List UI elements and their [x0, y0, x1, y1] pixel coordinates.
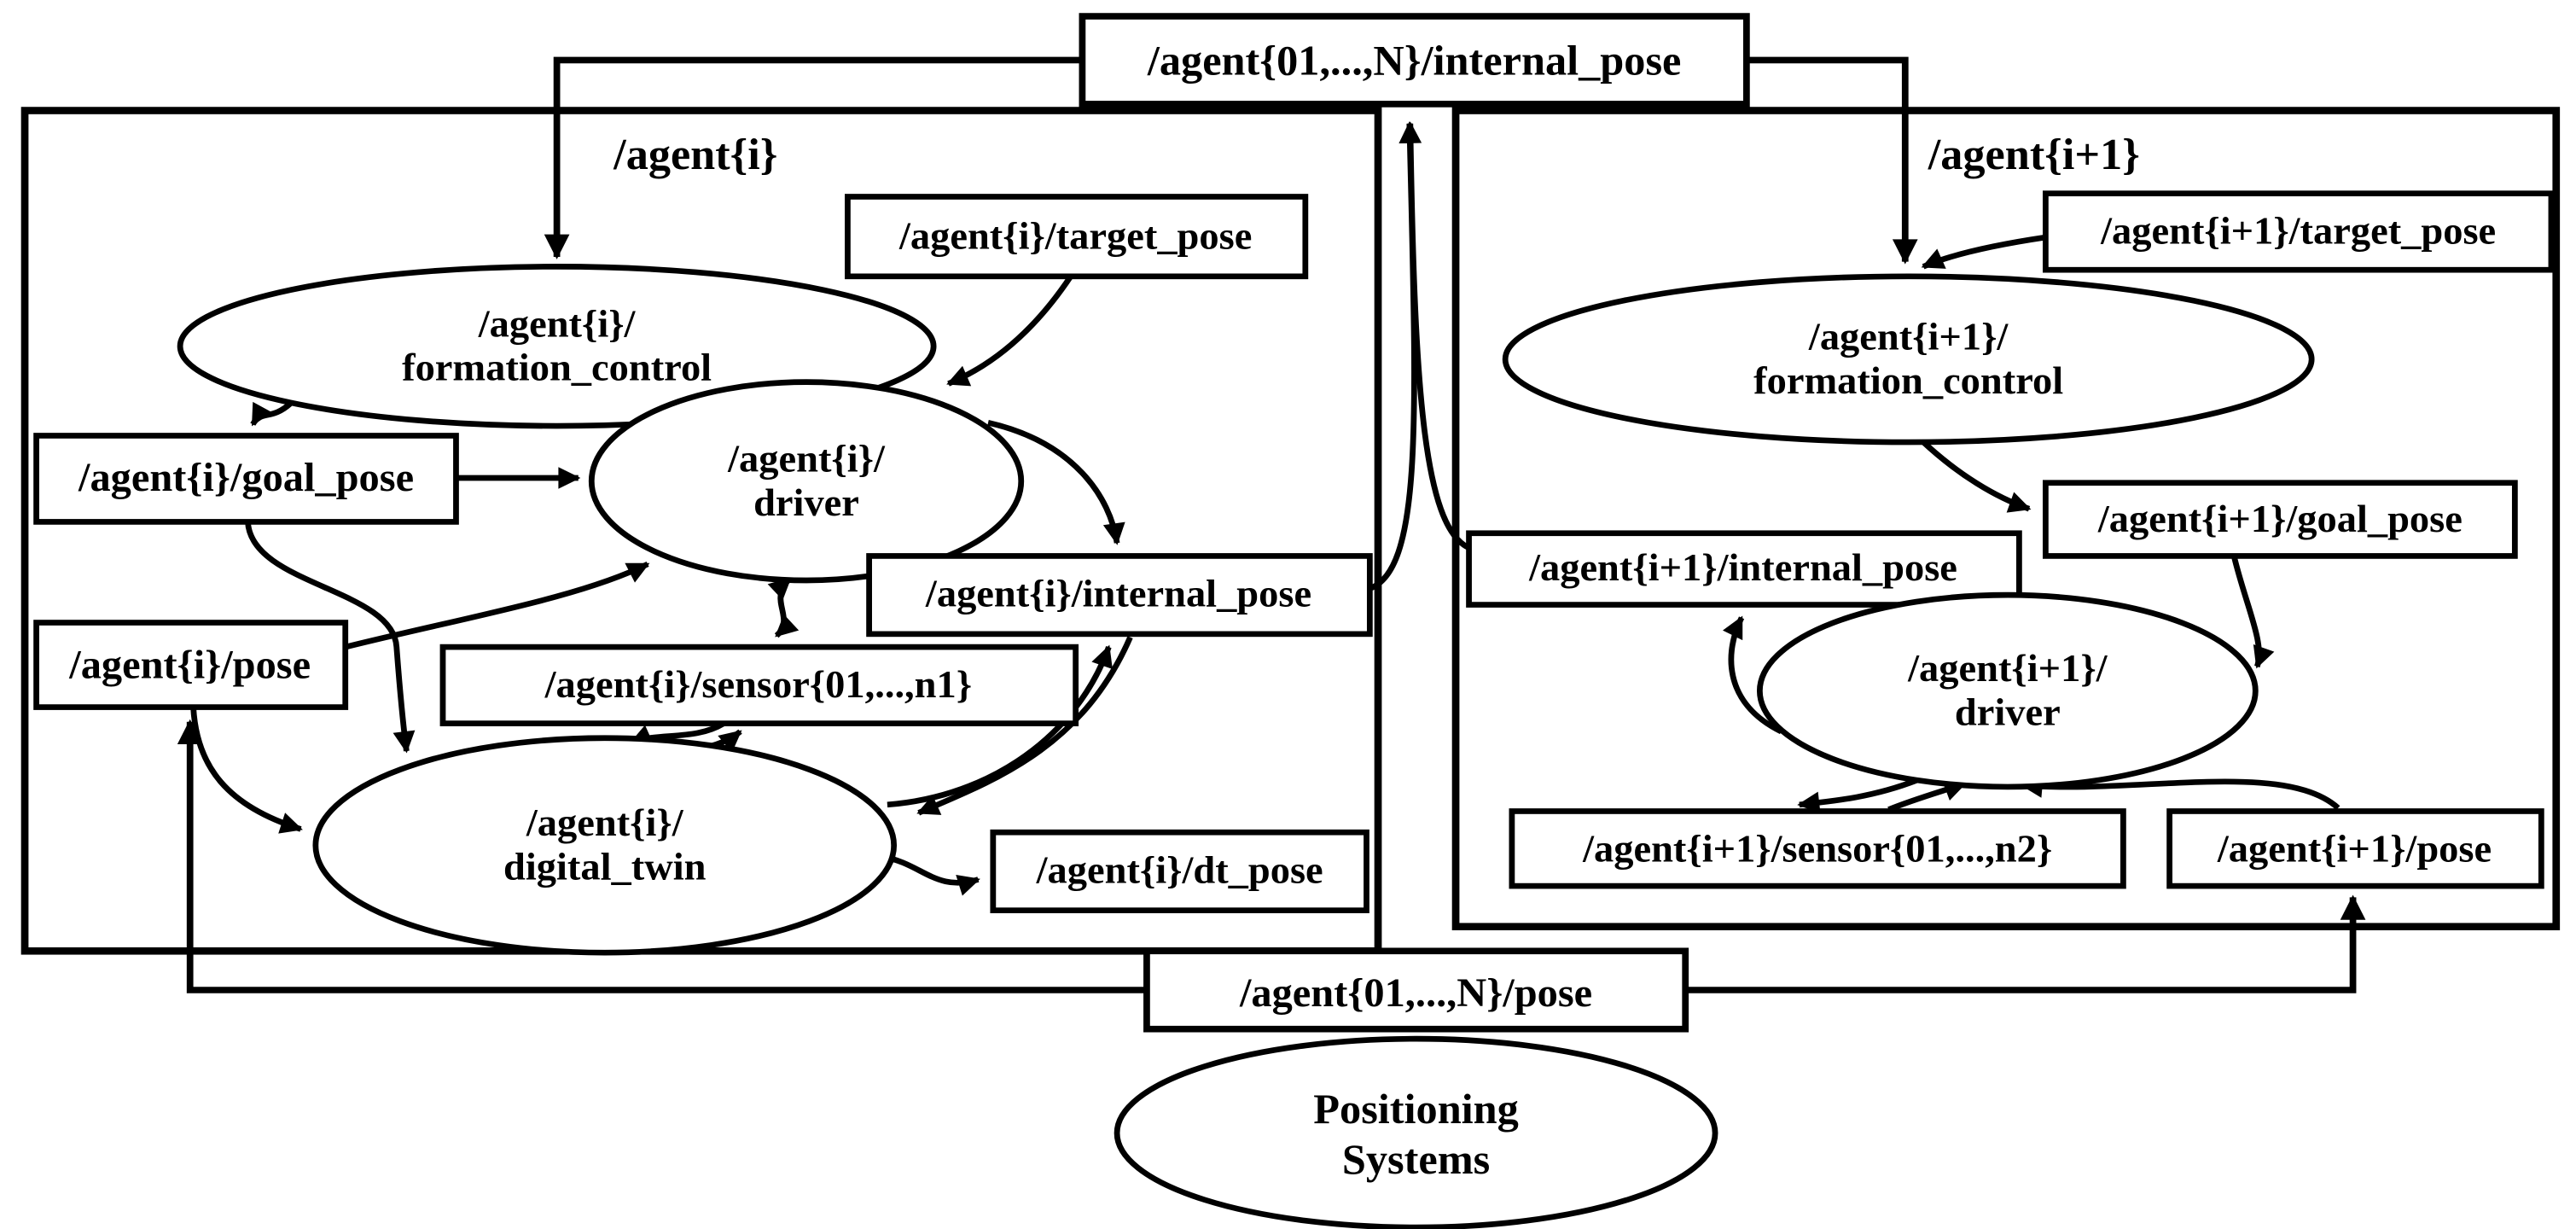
node-global-pose: /agent{01,...,N}/pose — [1143, 947, 1689, 1033]
edge-global-pose-to-pose-i — [177, 719, 1147, 993]
agent-i-formation-label-line2: formation_control — [402, 346, 712, 389]
edge-formation-i-to-goal-i — [250, 400, 294, 427]
agent-i1-internal-pose-label: /agent{i+1}/internal_pose — [1528, 545, 1957, 589]
edge-driver-i1-to-internal-i1 — [1723, 615, 1783, 735]
edge-pose-i-to-driver-i — [344, 561, 650, 650]
node-positioning-systems: Positioning Systems — [1114, 1035, 1718, 1229]
agent-i1-box — [1451, 107, 2561, 930]
edge-goal-i-to-twin-i — [245, 521, 416, 754]
positioning-systems-label-line2: Systems — [1342, 1137, 1490, 1184]
agent-i-sensor-rect — [439, 644, 1079, 726]
global-internal-pose-rect — [1079, 13, 1750, 108]
node-agent-i-sensor: /agent{i}/sensor{01,...,n1} — [439, 644, 1079, 726]
global-internal-pose-label: /agent{01,...,N}/internal_pose — [1147, 38, 1681, 84]
edge-target-i1-to-formation-i1 — [1921, 234, 2046, 270]
agent-i1-sensor-label: /agent{i+1}/sensor{01,...,n2} — [1582, 827, 2052, 871]
agent-i1-formation-label-line2: formation_control — [1753, 358, 2063, 402]
node-agent-i-driver: /agent{i}/ driver — [588, 379, 1025, 584]
edge-internal-i-to-twin-i — [916, 636, 1133, 816]
agent-i-box — [20, 107, 1382, 955]
edge-goal-i1-to-driver-i1 — [2230, 555, 2275, 669]
node-agent-i1-sensor: /agent{i+1}/sensor{01,...,n2} — [1509, 808, 2126, 889]
agent-i1-formation-label-line1: /agent{i+1}/ — [1808, 315, 2009, 358]
node-agent-i-goal-pose: /agent{i}/goal_pose — [33, 433, 459, 525]
agent-i1-target-pose-label: /agent{i+1}/target_pose — [2100, 209, 2496, 253]
agent-i1-pose-label: /agent{i+1}/pose — [2217, 827, 2492, 871]
global-pose-label: /agent{01,...,N}/pose — [1239, 970, 1592, 1016]
edge-pose-i-to-twin-i — [190, 707, 303, 834]
edge-internal-i1-to-global — [1399, 121, 1471, 550]
agent-i1-driver-label-line1: /agent{i+1}/ — [1907, 646, 2108, 690]
agent-i-goal-pose-label: /agent{i}/goal_pose — [78, 456, 414, 501]
agent-i-box-label: /agent{i} — [613, 131, 777, 179]
edge-driver-i1-to-sensor-i1 — [1797, 778, 1918, 814]
agent-i-digital-twin-ellipse — [312, 735, 898, 956]
agent-i-internal-pose-label: /agent{i}/internal_pose — [925, 572, 1311, 615]
positioning-systems-ellipse — [1114, 1035, 1718, 1229]
agent-i1-formation-ellipse — [1502, 273, 2315, 446]
edge-target-i-to-formation-i — [946, 274, 1073, 387]
agent-i-target-pose-rect — [845, 194, 1309, 280]
agent-i-sensor-label: /agent{i}/sensor{01,...,n1} — [544, 662, 972, 706]
edge-pose-i1-to-driver-i1 — [2020, 776, 2340, 811]
agent-i1-pose-rect — [2166, 808, 2544, 889]
agent-i-digital-twin-label-line1: /agent{i}/ — [526, 801, 684, 844]
agent-i-driver-label-line1: /agent{i}/ — [727, 437, 886, 481]
agent-i-dt-pose-label: /agent{i}/dt_pose — [1036, 848, 1323, 892]
global-pose-rect — [1143, 947, 1689, 1033]
agent-i1-driver-label-line2: driver — [1955, 690, 2061, 734]
agent-i1-goal-pose-label: /agent{i+1}/goal_pose — [2097, 497, 2463, 540]
edge-global-internal-to-formation-i1 — [1746, 56, 1918, 265]
agent-i-target-pose-label: /agent{i}/target_pose — [898, 214, 1252, 258]
agent-i1-driver-ellipse — [1756, 591, 2259, 790]
agent-i-digital-twin-label-line2: digital_twin — [503, 845, 706, 888]
node-agent-i1-target-pose: /agent{i+1}/target_pose — [2042, 190, 2555, 273]
node-agent-i1-internal-pose: /agent{i+1}/internal_pose — [1466, 530, 2022, 608]
agent-i-internal-pose-rect — [866, 553, 1373, 638]
agent-i-driver-ellipse — [588, 379, 1025, 584]
agent-i1-internal-pose-rect — [1466, 530, 2022, 608]
edge-formation-i1-to-goal-i1 — [1919, 438, 2032, 513]
agent-i1-sensor-rect — [1509, 808, 2126, 889]
positioning-systems-label-line1: Positioning — [1313, 1086, 1519, 1133]
node-agent-i1-formation-control: /agent{i+1}/ formation_control — [1502, 273, 2315, 446]
edge-driver-i-sensor-i-bidirectional — [767, 576, 800, 638]
agent-i-pose-label: /agent{i}/pose — [68, 643, 311, 688]
agent-i-pose-rect — [33, 620, 349, 710]
agent-i1-box-label: /agent{i+1} — [1928, 131, 2140, 179]
node-agent-i-digital-twin: /agent{i}/ digital_twin — [312, 735, 898, 956]
node-agent-i-internal-pose: /agent{i}/internal_pose — [866, 553, 1373, 638]
edge-global-pose-to-pose-i1 — [1685, 894, 2366, 993]
agent-i-formation-label-line1: /agent{i}/ — [478, 302, 637, 346]
node-agent-i-dt-pose: /agent{i}/dt_pose — [990, 829, 1369, 913]
edge-driver-i-to-internal-i — [987, 419, 1125, 545]
edge-global-internal-to-formation-i — [544, 56, 1083, 259]
edge-twin-i-to-dtpose-i — [881, 853, 980, 896]
node-agent-i1-goal-pose: /agent{i+1}/goal_pose — [2042, 480, 2518, 559]
node-agent-i-target-pose: /agent{i}/target_pose — [845, 194, 1309, 280]
agent-i1-target-pose-rect — [2042, 190, 2555, 273]
agent-i-dt-pose-rect — [990, 829, 1369, 913]
node-global-internal-pose: /agent{01,...,N}/internal_pose — [1079, 13, 1750, 108]
agent-i-driver-label-line2: driver — [753, 481, 859, 524]
agent-i1-goal-pose-rect — [2042, 480, 2518, 559]
agent-i-goal-pose-rect — [33, 433, 459, 525]
node-agent-i1-driver: /agent{i+1}/ driver — [1756, 591, 2259, 790]
node-agent-i-pose: /agent{i}/pose — [33, 620, 349, 710]
node-agent-i1-pose: /agent{i+1}/pose — [2166, 808, 2544, 889]
